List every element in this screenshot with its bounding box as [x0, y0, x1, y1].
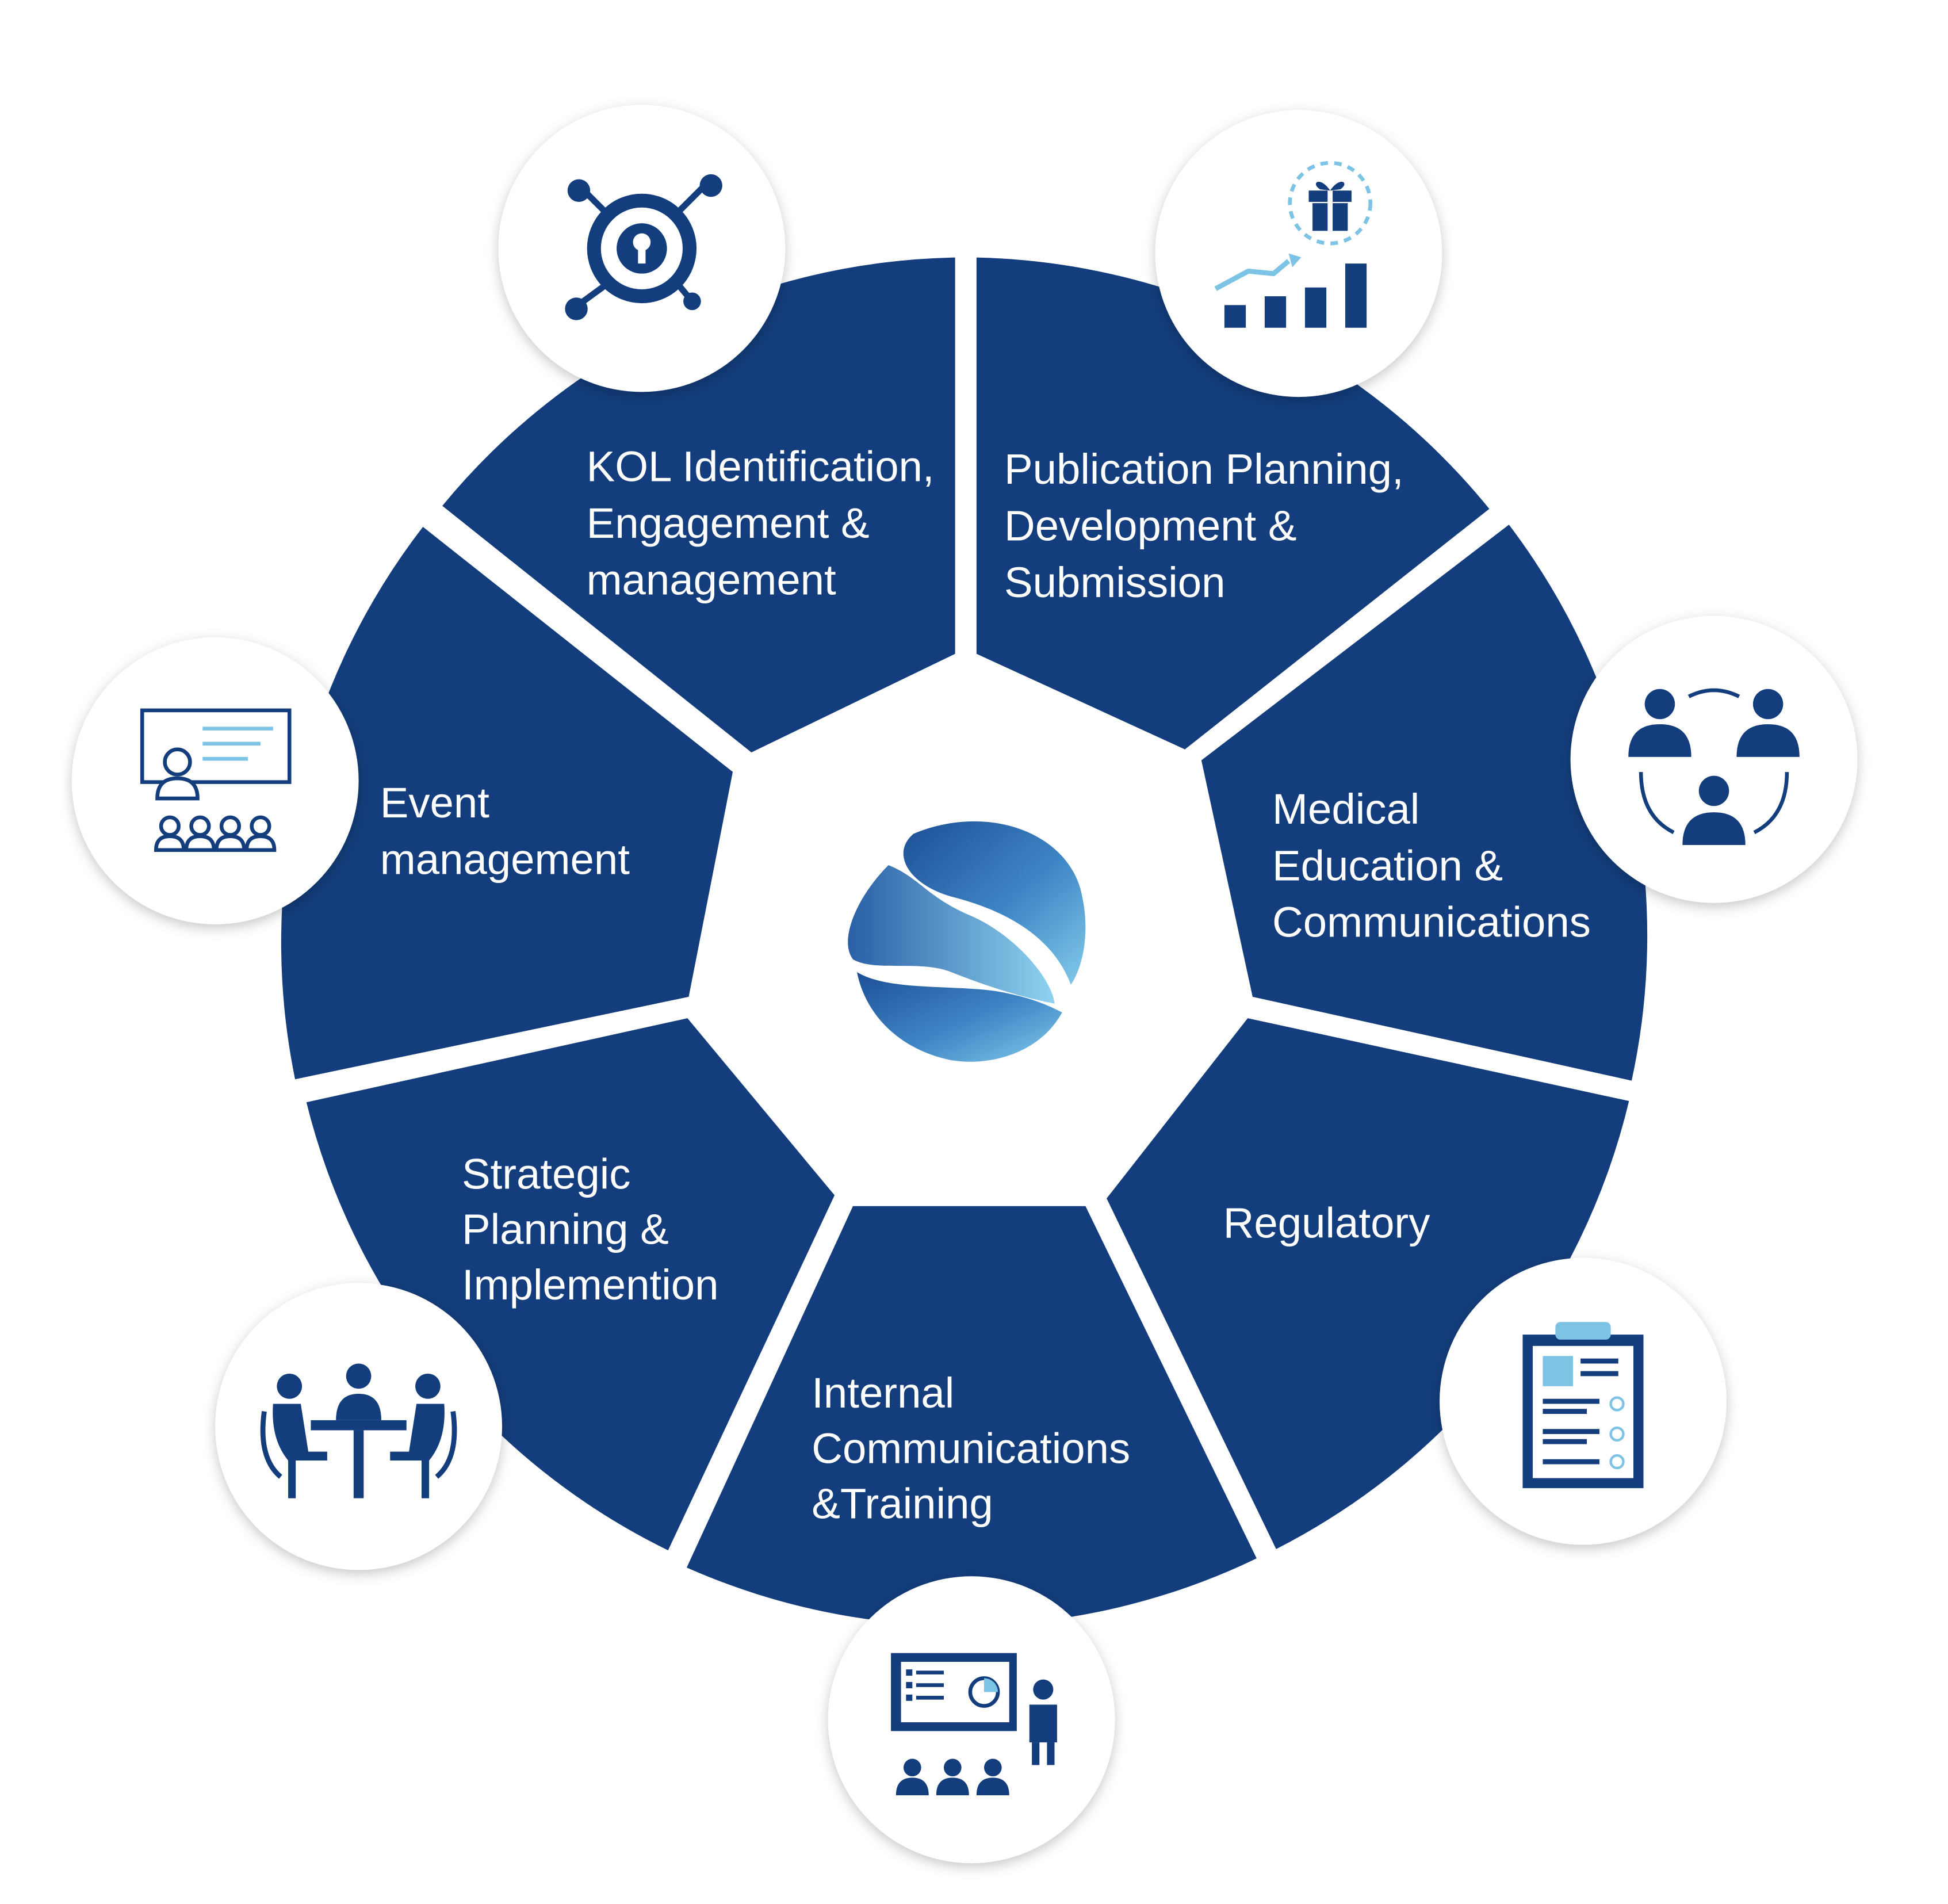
- growth-chart-gift-icon: [1214, 160, 1372, 328]
- segment-labels: KOL Identification, Engagement & managem…: [380, 443, 1591, 1528]
- segment-medical[interactable]: [1201, 525, 1648, 1081]
- segment-label-strategic: Strategic Planning & Implemention: [462, 1150, 718, 1309]
- audience-presentation-icon: [140, 708, 292, 852]
- icon-circle-publication: [1155, 110, 1442, 397]
- icon-badge-publication: [1155, 110, 1442, 397]
- segment-kol[interactable]: [442, 257, 955, 752]
- meeting-table-icon: [260, 1363, 457, 1498]
- icon-badge-strategic: [215, 1283, 503, 1570]
- clipboard-checklist-icon: [1522, 1322, 1644, 1489]
- icon-badge-internal: [828, 1576, 1115, 1864]
- logo-top-wave: [903, 821, 1086, 985]
- icon-badge-medical: [1570, 615, 1858, 903]
- segment-event[interactable]: [281, 526, 733, 1080]
- icon-badge-event: [71, 637, 359, 924]
- icon-badge-kol: [498, 105, 786, 392]
- segment-publication[interactable]: [976, 257, 1490, 750]
- segment-label-internal: Internal Communications &Training: [812, 1369, 1142, 1528]
- logo-left-wave: [848, 865, 1055, 1004]
- segment-internal[interactable]: [686, 1206, 1257, 1626]
- center-logo: [848, 821, 1086, 1062]
- icon-badge-regulatory: [1440, 1257, 1727, 1545]
- people-network-icon: [1628, 688, 1800, 846]
- segment-regulatory[interactable]: [1107, 1018, 1629, 1549]
- keyhole-network-icon: [565, 174, 722, 320]
- segment-strategic[interactable]: [306, 1018, 835, 1551]
- segment-label-publication: Publication Planning, Development & Subm…: [1004, 445, 1415, 606]
- logo-bottom-wave: [857, 972, 1062, 1062]
- icon-circles: [71, 105, 1858, 1864]
- segment-label-event: Event management: [380, 779, 630, 883]
- wheel-segments: [281, 257, 1648, 1626]
- segment-label-regulatory: Regulatory: [1223, 1199, 1430, 1247]
- training-presentation-icon: [891, 1653, 1057, 1795]
- icon-circle-medical: [1570, 615, 1858, 903]
- segment-label-kol: KOL Identification, Engagement & managem…: [587, 443, 947, 604]
- segment-label-medical: Medical Education & Communications: [1272, 785, 1591, 946]
